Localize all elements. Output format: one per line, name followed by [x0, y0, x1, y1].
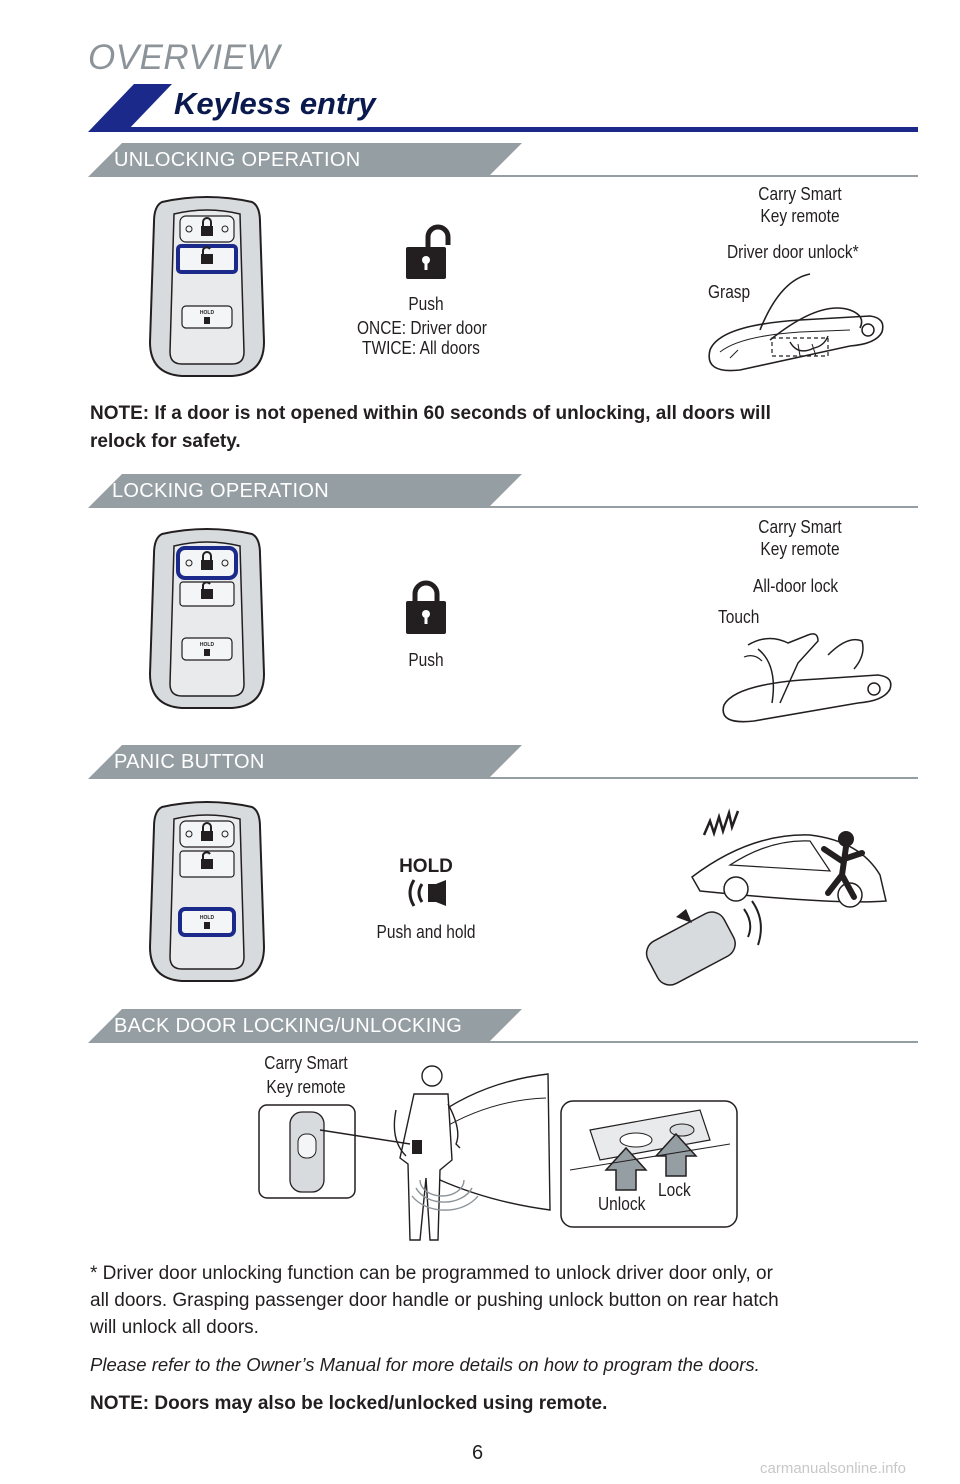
owners-manual-note: Please refer to the Owner’s Manual for m…: [90, 1354, 760, 1375]
unlock-push-label: Push: [408, 294, 444, 314]
lock-padlock-icon: [406, 580, 446, 634]
grasp-handle-illustration: [708, 273, 884, 372]
key-fob-lock: HOLD: [148, 528, 266, 709]
backdoor-carry-line1: Carry Smart: [264, 1053, 348, 1073]
section-label-panic: PANIC BUTTON: [114, 751, 265, 773]
backdoor-fob-inset: [258, 1104, 356, 1199]
unlock-label: Unlock: [598, 1194, 646, 1214]
remote-note: NOTE: Doors may also be locked/unlocked …: [90, 1393, 608, 1414]
unlock-note-line2: relock for safety.: [90, 431, 241, 452]
lock-carry-line2: Key remote: [760, 539, 840, 559]
lock-push-label: Push: [408, 650, 444, 670]
title-banner: [88, 84, 918, 132]
footnote-line3: will unlock all doors.: [90, 1317, 259, 1338]
footnote-line1: * Driver door unlocking function can be …: [90, 1263, 773, 1284]
section-bar-unlocking: [88, 143, 918, 177]
touch-label: Touch: [718, 607, 760, 627]
backdoor-carry-line2: Key remote: [266, 1077, 346, 1097]
section-label-unlocking: UNLOCKING OPERATION: [114, 149, 361, 171]
watermark: carmanualsonline.info: [760, 1460, 906, 1477]
fob-hold-text: HOLD: [200, 310, 215, 316]
panic-car-illustration: [645, 808, 887, 986]
unlock-once-label: ONCE: Driver door: [357, 318, 487, 338]
lock-carry-line1: Carry Smart: [758, 517, 842, 537]
section-bar-panic: [88, 745, 918, 779]
touch-handle-illustration: [722, 633, 892, 723]
fob-hold-text: HOLD: [200, 915, 215, 921]
grasp-label: Grasp: [708, 282, 751, 302]
all-door-lock-label: All-door lock: [753, 576, 839, 596]
key-fob-unlock: HOLD: [148, 196, 266, 377]
unlock-note-line1: NOTE: If a door is not opened within 60 …: [90, 403, 771, 424]
backdoor-switch-inset: [560, 1100, 738, 1228]
section-bar-backdoor: [88, 1009, 918, 1043]
page-number: 6: [472, 1442, 484, 1464]
unlock-carry-line1: Carry Smart: [758, 184, 842, 204]
unlock-twice-label: TWICE: All doors: [362, 338, 480, 358]
backdoor-person-illustration: [319, 1065, 551, 1241]
unlock-padlock-icon: [406, 224, 451, 279]
key-fob-panic: HOLD: [148, 801, 266, 982]
panic-horn-icon: [408, 879, 446, 907]
section-label-locking: LOCKING OPERATION: [112, 480, 329, 502]
driver-door-unlock-label: Driver door unlock*: [727, 242, 859, 262]
unlock-carry-line2: Key remote: [760, 206, 840, 226]
overview-heading: OVERVIEW: [88, 38, 281, 77]
section-bar-locking: [88, 474, 918, 508]
footnote-line2: all doors. Grasping passenger door handl…: [90, 1290, 779, 1311]
fob-hold-text: HOLD: [200, 642, 215, 648]
push-and-hold-label: Push and hold: [376, 922, 476, 942]
hold-text: HOLD: [399, 856, 453, 877]
section-label-backdoor: BACK DOOR LOCKING/UNLOCKING: [114, 1015, 463, 1037]
page-title: Keyless entry: [174, 86, 376, 121]
lock-label: Lock: [658, 1180, 691, 1200]
